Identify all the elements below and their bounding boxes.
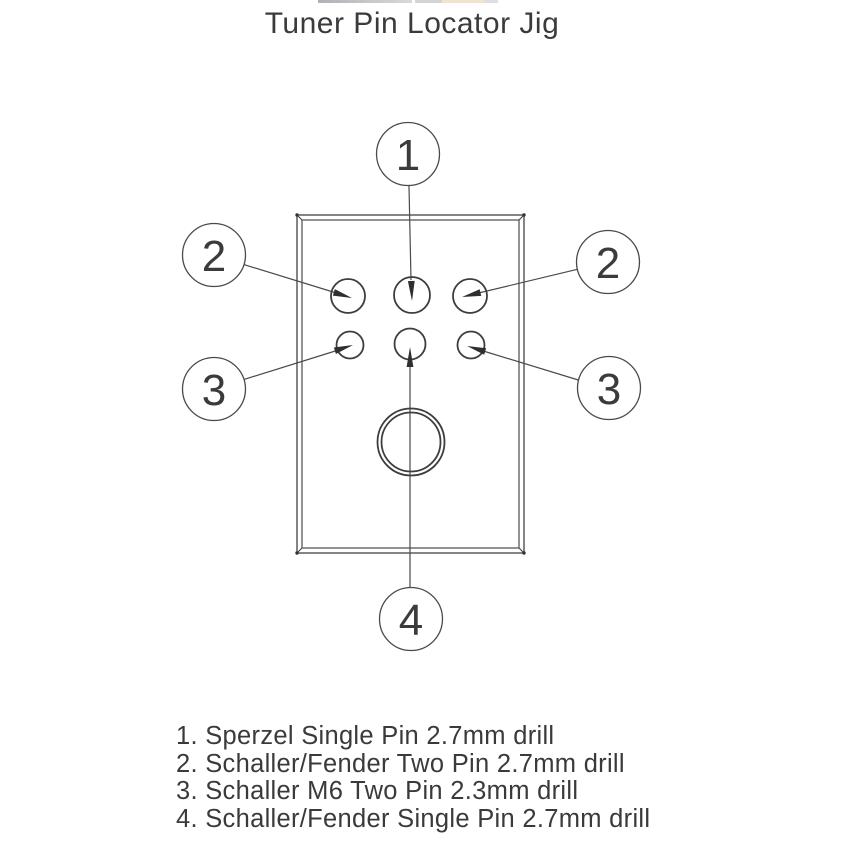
balloon-1-circle (375, 121, 441, 187)
balloon-3-left-circle (181, 356, 247, 422)
legend: 1. Sperzel Single Pin 2.7mm drill 2. Sch… (176, 722, 651, 833)
counterbore-outer-ring (376, 407, 446, 477)
arrowhead-3-left (333, 345, 353, 354)
leader-arrowheads (332, 280, 487, 367)
logo-fragment-gray (318, 0, 412, 3)
logo-fragment-gray-3 (484, 0, 498, 3)
hole-top-right (452, 278, 488, 314)
corner-dot-top-left (295, 213, 299, 217)
balloon-1-label: 1 (396, 131, 420, 180)
counterbore-inner-ring (380, 411, 442, 473)
leader-line-1 (408, 185, 412, 281)
corner-dot-bottom-right (522, 551, 526, 555)
arrowhead-1 (407, 280, 415, 301)
balloon-2-left-circle (181, 222, 247, 288)
leader-line-3-left (243, 349, 339, 381)
leader-line-3-right (483, 350, 579, 381)
leader-line-2-left (243, 263, 339, 295)
legend-item-3: 3. Schaller M6 Two Pin 2.3mm drill (176, 777, 579, 806)
balloon-2-right-label: 2 (596, 239, 620, 288)
hole-top-center (393, 276, 431, 314)
page-title: Tuner Pin Locator Jig (264, 7, 560, 40)
balloon-3-left-label: 3 (202, 366, 226, 415)
balloon-3-right-circle (576, 355, 642, 421)
cropped-logo-remnant (0, 0, 851, 3)
leader-lines (243, 185, 579, 587)
balloon-4-label: 4 (399, 596, 423, 645)
legend-item-1: 1. Sperzel Single Pin 2.7mm drill (176, 722, 555, 750)
logo-fragment-beige (442, 0, 484, 3)
counterbore-circle (376, 407, 446, 477)
balloon-3-right-label: 3 (597, 365, 621, 414)
callout-balloons: 1 2 2 3 3 4 (181, 121, 642, 652)
corner-dot-bottom-left (295, 551, 299, 555)
hole-top-left (330, 278, 366, 314)
legend-item-4: 4. Schaller/Fender Single Pin 2.7mm dril… (176, 804, 651, 833)
legend-item-2: 2. Schaller/Fender Two Pin 2.7mm drill (176, 749, 625, 778)
hole-bottom-left (335, 330, 365, 360)
logo-fragment-gray-2 (415, 0, 442, 3)
drill-holes (330, 276, 488, 361)
corner-dot-top-right (522, 213, 526, 217)
arrowhead-2-left (332, 289, 352, 298)
balloon-4-circle (378, 586, 444, 652)
balloon-2-left-label: 2 (202, 232, 226, 281)
arrowhead-2-right (462, 289, 482, 297)
arrowhead-4 (406, 347, 414, 367)
balloon-2-right-circle (575, 229, 641, 295)
hole-bottom-right (456, 330, 486, 360)
leader-line-2-right (478, 268, 579, 294)
arrowhead-3-right (467, 346, 487, 355)
